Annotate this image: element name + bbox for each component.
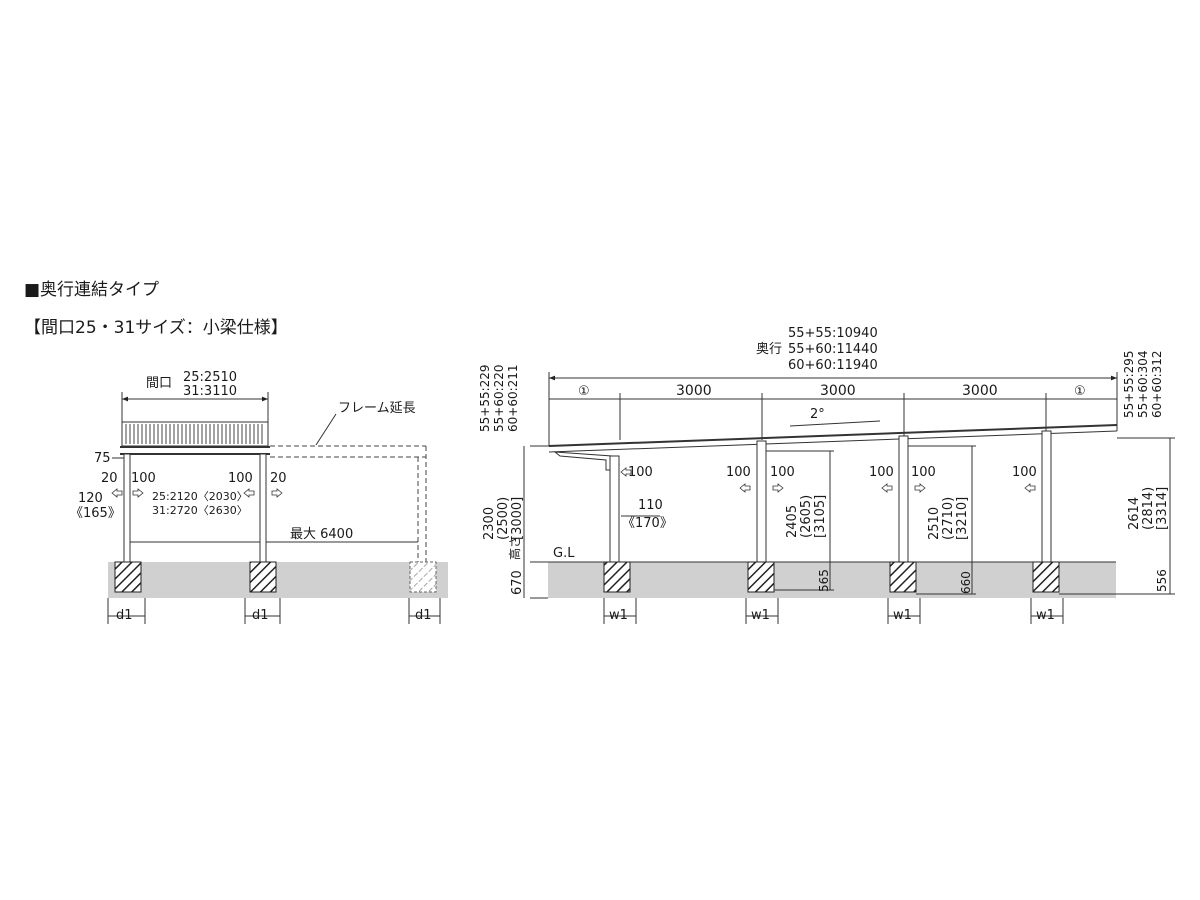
right-height-1: 2614 [1127, 497, 1142, 530]
side-footing-1 [603, 561, 631, 593]
right-height-2: (2814) [1141, 487, 1156, 530]
post2-height-2: (2605) [799, 495, 814, 538]
arrow-left-icon [1024, 483, 1036, 493]
dim-165: 《165》 [70, 506, 121, 521]
footing-3-optional [409, 561, 437, 593]
width-31: 31:3110 [183, 384, 237, 399]
span-1: 3000 [676, 383, 712, 399]
right-foundation: 556 [1155, 569, 1169, 592]
w1-label-3: w1 [893, 608, 912, 623]
post3-foundation: 660 [959, 571, 973, 594]
footing-2 [249, 561, 277, 593]
arrow-right-icon [914, 483, 926, 493]
right-top-55-60: 55+60:304 [1136, 350, 1150, 418]
post3-height-3: [3210] [955, 497, 970, 540]
dim-100-left: 100 [131, 471, 156, 486]
frame-extension-label: フレーム延長 [338, 401, 416, 416]
arrow-left-icon [739, 483, 751, 493]
left-top-55-60: 55+60:220 [492, 364, 506, 432]
slope-label: 2° [810, 407, 825, 422]
circle-marker-left: ① [578, 384, 590, 399]
d1-label-1: d1 [116, 608, 133, 623]
depth-55-60: 55+60:11440 [788, 342, 878, 357]
height-2500: (2500) [496, 497, 511, 540]
dim-20-left: 20 [101, 471, 118, 486]
left-top-60-60: 60+60:211 [506, 364, 520, 432]
post1-170: 《170》 [622, 516, 673, 531]
inner-width-31: 31:2720〈2630〉 [152, 504, 248, 517]
arrow-left-icon [881, 483, 893, 493]
arrow-left-icon [111, 488, 123, 498]
depth-60-60: 60+60:11940 [788, 358, 878, 373]
gutter-bracket [553, 451, 613, 471]
right-height-3: [3314] [1155, 487, 1170, 530]
post2-100-right: 100 [770, 465, 795, 480]
height-3000: [3000] [510, 497, 525, 540]
gl-label: G.L [553, 546, 575, 561]
arrow-left-icon [243, 488, 255, 498]
post2-foundation: 565 [817, 569, 831, 592]
post1-100: 100 [628, 465, 653, 480]
dim-20-right: 20 [270, 471, 287, 486]
foundation-670: 670 [510, 570, 525, 595]
arrow-right-icon [772, 483, 784, 493]
side-post-1 [609, 455, 620, 563]
post4-100: 100 [1012, 465, 1037, 480]
post3-height-2: (2710) [941, 497, 956, 540]
side-post-2 [756, 440, 767, 563]
dim-100-right: 100 [228, 471, 253, 486]
post1-110: 110 [638, 498, 663, 513]
ground [548, 562, 1116, 598]
post3-height-1: 2510 [927, 507, 942, 540]
circle-marker-right: ① [1074, 384, 1086, 399]
arrow-right-icon [620, 467, 632, 477]
max-length-label: 最大 6400 [290, 527, 353, 542]
height-2300: 2300 [482, 507, 497, 540]
width-label: 間口 [146, 376, 172, 391]
span-3: 3000 [962, 383, 998, 399]
section-title: ■奥行連結タイプ [24, 280, 160, 300]
span-2: 3000 [820, 383, 856, 399]
d1-label-2: d1 [252, 608, 269, 623]
post3-100-left: 100 [869, 465, 894, 480]
right-top-60-60: 60+60:312 [1150, 350, 1164, 418]
side-post-4 [1041, 430, 1052, 563]
depth-55-55: 55+55:10940 [788, 326, 878, 341]
w1-label-1: w1 [609, 608, 628, 623]
side-footing-2 [747, 561, 775, 593]
arrow-right-icon [132, 488, 144, 498]
side-post-3 [898, 435, 909, 563]
post2-height-1: 2405 [785, 505, 800, 538]
dim-120: 120 [78, 491, 103, 506]
post2-height-3: [3105] [813, 495, 828, 538]
side-footing-3 [889, 561, 917, 593]
right-top-55-55: 55+55:295 [1122, 350, 1136, 418]
w1-label-2: w1 [751, 608, 770, 623]
front-post-right [259, 453, 267, 563]
height-label: 高さ [507, 536, 522, 560]
section-subtitle: 【間口25・31サイズ：小梁仕様】 [24, 318, 288, 338]
dim-75: 75 [94, 451, 111, 466]
ground [108, 562, 448, 598]
depth-label: 奥行 [756, 342, 782, 357]
arrow-right-icon [271, 488, 283, 498]
left-top-55-55: 55+55:229 [478, 364, 492, 432]
footing-1 [114, 561, 142, 593]
post3-100-right: 100 [911, 465, 936, 480]
front-post-left [123, 453, 131, 563]
post2-100-left: 100 [726, 465, 751, 480]
inner-width-25: 25:2120〈2030〉 [152, 490, 248, 503]
side-view: G.L 55+55:10940 奥行 55+60:11440 60+60:119… [478, 326, 1175, 624]
w1-label-4: w1 [1036, 608, 1055, 623]
width-25: 25:2510 [183, 370, 237, 385]
front-view: 間口 25:2510 31:3110 フレーム延長 d1 d1 [70, 370, 448, 624]
side-footing-4 [1032, 561, 1060, 593]
d1-label-3: d1 [415, 608, 432, 623]
